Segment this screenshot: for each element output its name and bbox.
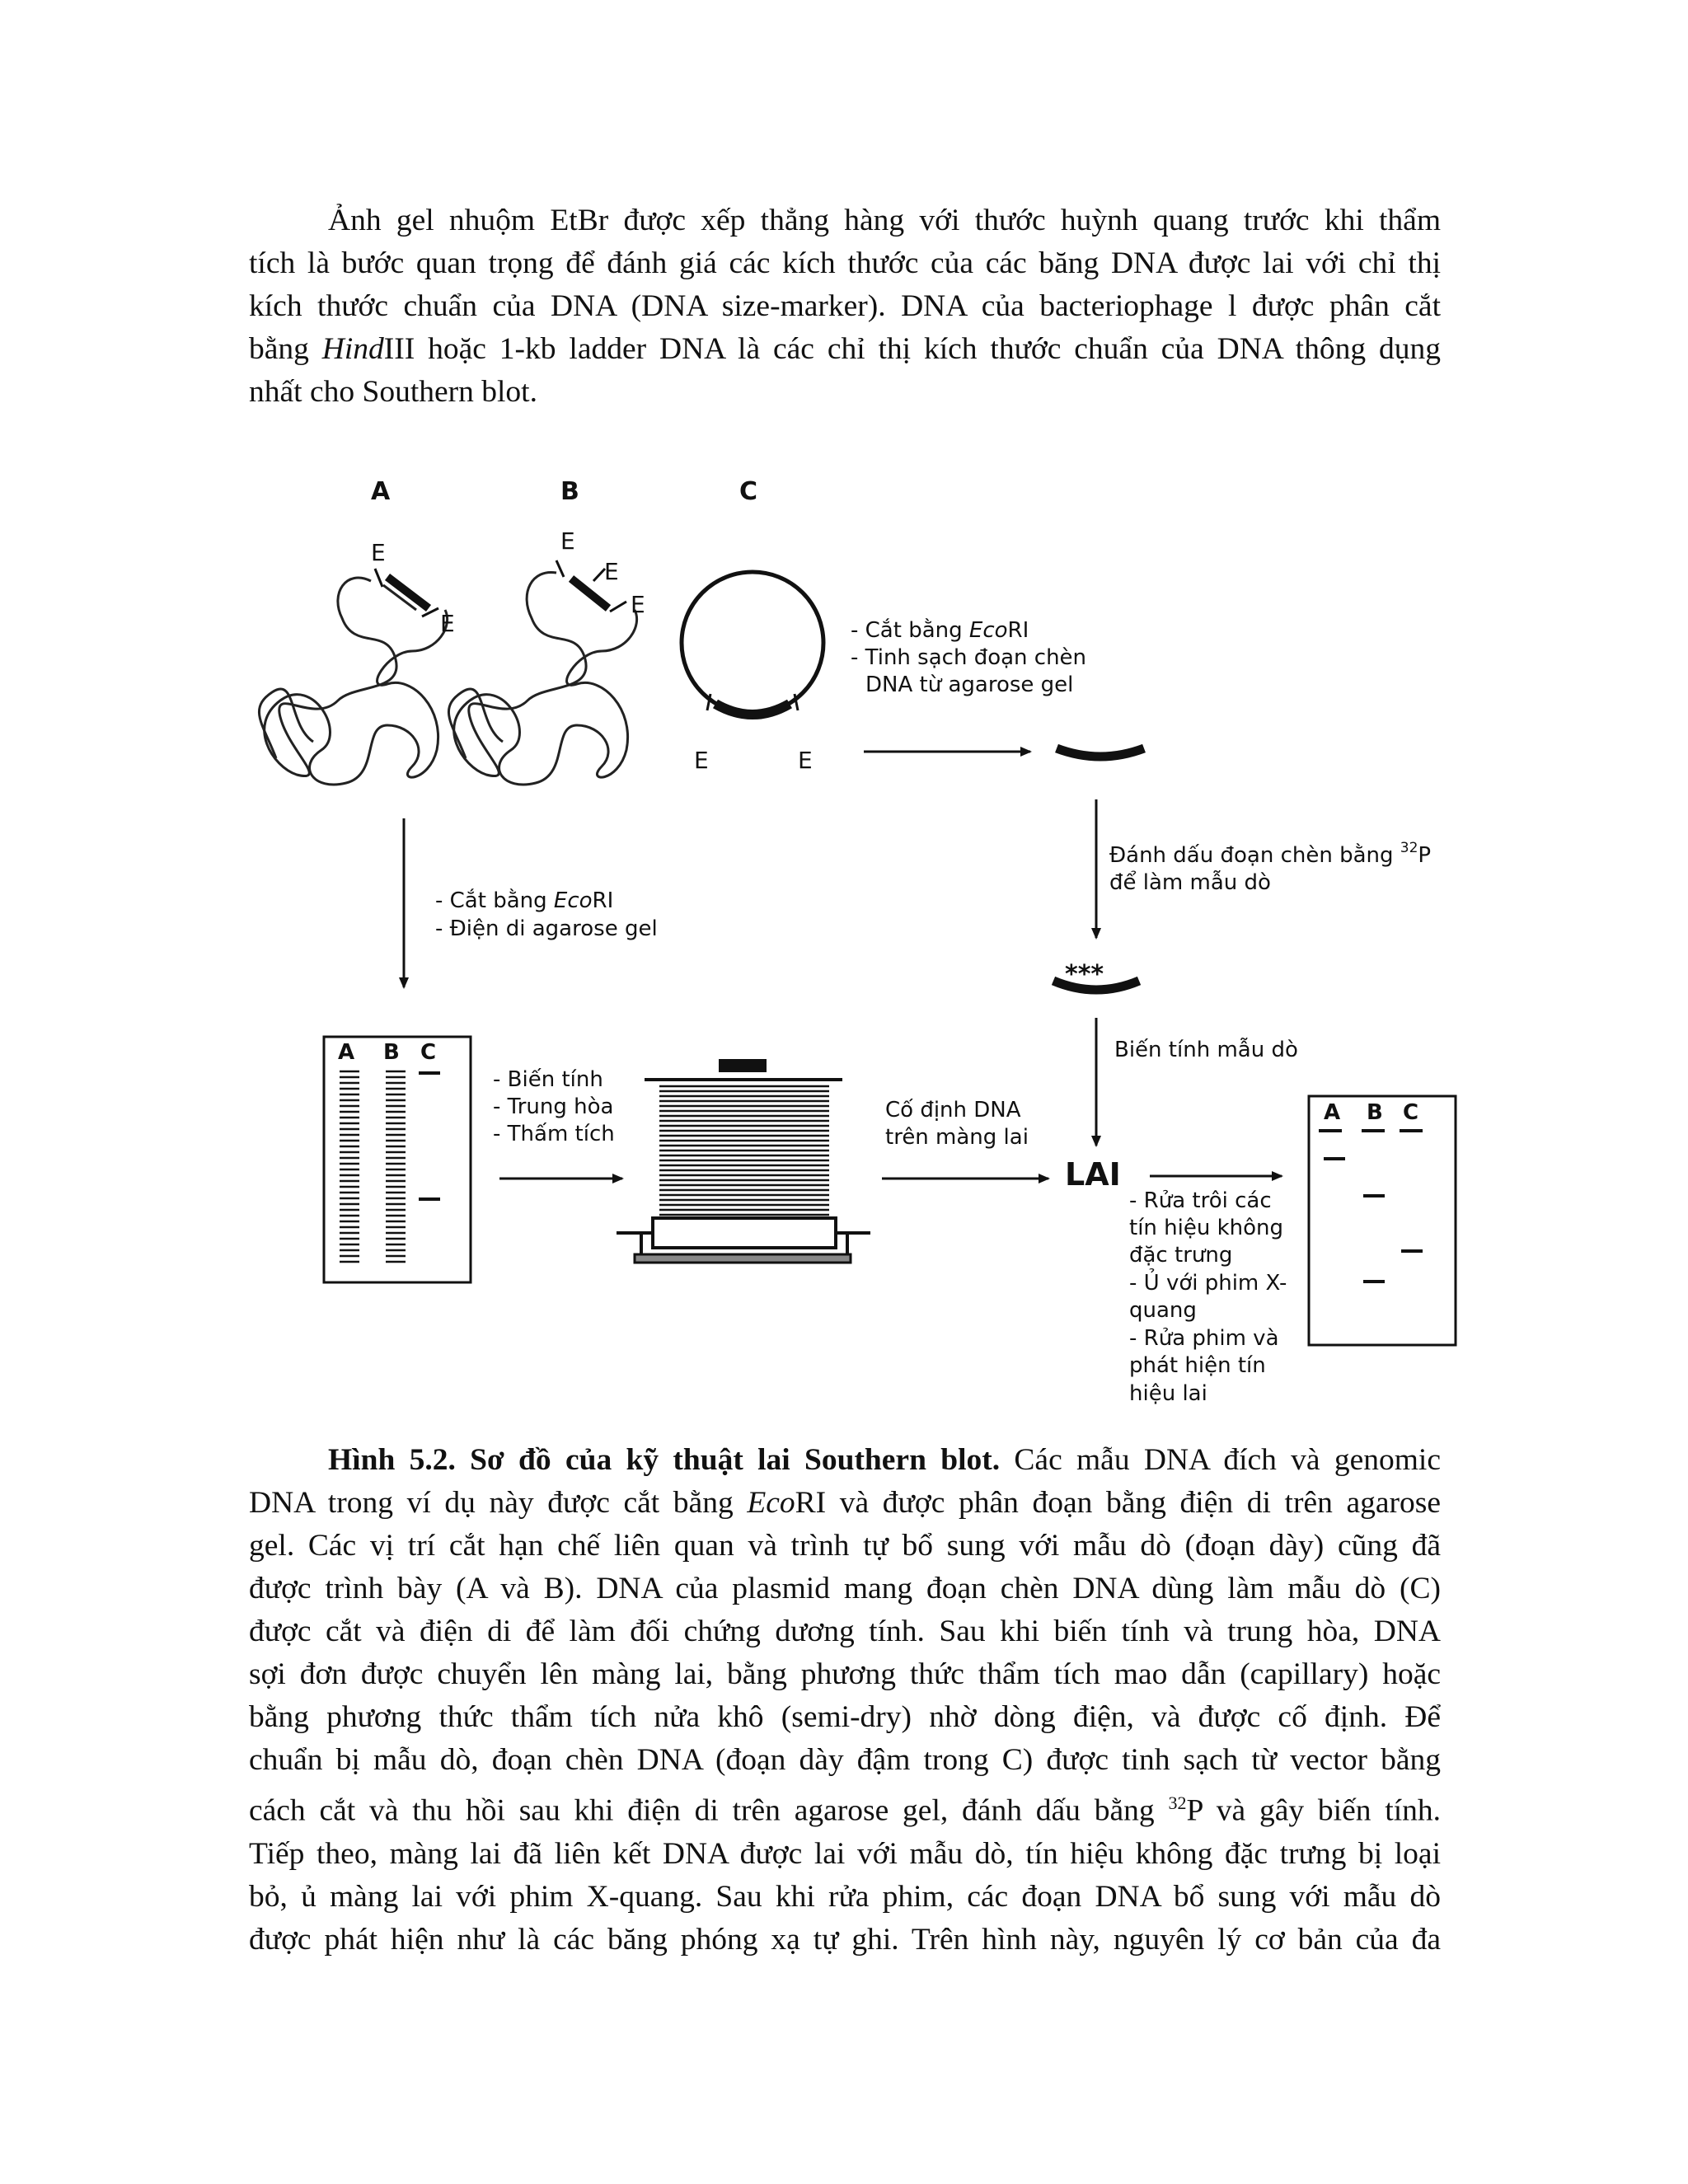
- site-label-c1: E: [694, 747, 709, 774]
- step-denature-probe: Biến tính mẫu dò: [1114, 1037, 1298, 1062]
- step-wash-line-2: tín hiệu không: [1129, 1216, 1283, 1240]
- blotting-apparatus: [617, 1059, 870, 1264]
- site-label-b2: E: [604, 558, 619, 585]
- caption-line-2-pre: DNA trong ví dụ này được cắt bằng: [249, 1486, 748, 1520]
- caption-sup-32: 32: [1168, 1793, 1187, 1813]
- intro-line-3: kích thước chuẩn của DNA (DNA size-marke…: [249, 289, 1441, 323]
- genomic-dna-a: [257, 576, 449, 786]
- gel-lane-b: B: [383, 1040, 400, 1065]
- step-c-line-3: DNA từ agarose gel: [865, 673, 1073, 697]
- intro-line-2: tích là bước quan trọng để đánh giá các …: [249, 246, 1441, 280]
- caption-line-1: Hình 5.2. Sơ đồ của kỹ thuật lai Souther…: [249, 1439, 1441, 1482]
- caption-line-9: cách cắt và thu hồi sau khi điện di trên…: [249, 1782, 1441, 1833]
- agarose-gel: [322, 1035, 472, 1284]
- caption-line-3: gel. Các vị trí cắt hạn chế liên quan và…: [249, 1529, 1441, 1563]
- cut-mark-c1: [706, 693, 712, 711]
- labeled-probe: [1051, 976, 1142, 995]
- site-label-b3: E: [631, 591, 645, 618]
- hybridization-label: LAI: [1065, 1156, 1121, 1193]
- step-fix-line-2: trên màng lai: [885, 1125, 1029, 1150]
- site-label-a1: E: [371, 539, 386, 566]
- step-c-line-1: - Cắt bằng EcoRI: [851, 617, 1029, 643]
- intro-line-5: nhất cho Southern blot.: [249, 375, 537, 409]
- caption-line-12: được phát hiện như là các băng phóng xạ …: [249, 1922, 1441, 1957]
- step-label-line-2: để làm mẫu dò: [1109, 869, 1271, 895]
- intro-line-4-pre: bằng: [249, 332, 322, 366]
- intro-paragraph: Ảnh gel nhuộm EtBr được xếp thẳng hàng v…: [249, 199, 1441, 414]
- caption-line-7: bằng phương thức thẩm tích nửa khô (semi…: [249, 1700, 1441, 1734]
- cut-mark-b3: [609, 600, 627, 613]
- step-blot-line-3: - Thấm tích: [493, 1122, 615, 1146]
- caption-italic-eco: Eco: [747, 1486, 795, 1520]
- cut-mark-b2: [592, 567, 607, 583]
- cut-mark-b1: [555, 560, 565, 578]
- step-wash-line-4: - Ủ với phim X-: [1129, 1268, 1287, 1296]
- site-label-c2: E: [798, 747, 813, 774]
- caption-line-9-post: P và gây biến tính.: [1186, 1793, 1441, 1828]
- plasmid-c: [679, 569, 826, 716]
- step-label-line-1: Đánh dấu đoạn chèn bằng 32P: [1109, 840, 1431, 868]
- figure-caption: Hình 5.2. Sơ đồ của kỹ thuật lai Souther…: [249, 1439, 1441, 1961]
- probe-site-b: [568, 575, 612, 612]
- caption-line-4: được trình bày (A và B). DNA của plasmid…: [249, 1572, 1441, 1605]
- panel-label-c: C: [739, 477, 757, 506]
- probe-site-a: [384, 574, 432, 612]
- step-wash-line-1: - Rửa trôi các: [1129, 1188, 1272, 1213]
- caption-line-2-post: RI và được phân đoạn bằng điện di trên a…: [795, 1486, 1441, 1520]
- step-wash-line-7: phát hiện tín: [1129, 1353, 1266, 1378]
- cut-mark-a1: [373, 568, 384, 588]
- caption-line-6: sợi đơn được chuyển lên màng lai, bằng p…: [249, 1657, 1441, 1691]
- intro-line-1: Ảnh gel nhuộm EtBr được xếp thẳng hàng v…: [328, 204, 1441, 237]
- step-wash-line-6: - Rửa phim và: [1129, 1326, 1279, 1351]
- gel-smear-bands: [340, 1070, 406, 1263]
- intro-line-4: bằng HindIII hoặc 1-kb ladder DNA là các…: [249, 328, 1441, 371]
- step-digest-line-2: - Điện di agarose gel: [435, 916, 658, 941]
- step-blot-line-1: - Biến tính: [493, 1067, 603, 1092]
- step-digest-line-1: - Cắt bằng EcoRI: [435, 888, 613, 913]
- gel-lane-a: A: [338, 1040, 354, 1065]
- caption-line-9-pre: cách cắt và thu hồi sau khi điện di trên…: [249, 1793, 1169, 1828]
- step-wash-line-8: hiệu lai: [1129, 1381, 1207, 1406]
- genomic-dna-b: [447, 571, 639, 786]
- panel-label-b: B: [560, 477, 579, 506]
- caption-lead: Hình 5.2. Sơ đồ của kỹ thuật lai Souther…: [328, 1443, 1001, 1477]
- step-blot-line-2: - Trung hòa: [493, 1094, 613, 1119]
- caption-line-10: Tiếp theo, màng lai đã liên kết DNA được…: [249, 1836, 1441, 1871]
- plasmid-insert: [713, 699, 792, 719]
- gel-lane-c: C: [420, 1040, 436, 1065]
- site-label-b1: E: [560, 527, 575, 555]
- site-label-a2: E: [440, 610, 455, 637]
- cut-mark-c2: [793, 693, 799, 711]
- step-c-line-2: - Tinh sạch đoạn chèn: [851, 645, 1086, 670]
- step-wash-line-3: đặc trưng: [1129, 1243, 1232, 1268]
- purified-insert: [1055, 743, 1146, 762]
- cut-mark-a2: [421, 607, 439, 618]
- caption-line-8: chuẩn bị mẫu dò, đoạn chèn DNA (đoạn dày…: [249, 1743, 1441, 1777]
- caption-line-11: bỏ, ủ màng lai với phim X-quang. Sau khi…: [249, 1879, 1441, 1914]
- film-lane-b: B: [1367, 1100, 1383, 1125]
- caption-line-1-rest: Các mẫu DNA đích và genomic: [1000, 1443, 1441, 1477]
- intro-italic-hind: Hind: [321, 332, 384, 366]
- x-ray-film: [1307, 1094, 1457, 1347]
- intro-line-4-post: III hoặc 1-kb ladder DNA là các chỉ thị …: [383, 332, 1441, 366]
- panel-label-a: A: [371, 477, 391, 506]
- caption-line-2: DNA trong ví dụ này được cắt bằng EcoRI …: [249, 1482, 1441, 1525]
- step-fix-line-1: Cố định DNA: [885, 1098, 1021, 1122]
- caption-line-5: được cắt và điện di để làm đối chứng dươ…: [249, 1615, 1441, 1648]
- film-lane-c: C: [1403, 1100, 1418, 1125]
- film-lane-a: A: [1324, 1100, 1340, 1125]
- step-wash-line-5: quang: [1129, 1298, 1197, 1323]
